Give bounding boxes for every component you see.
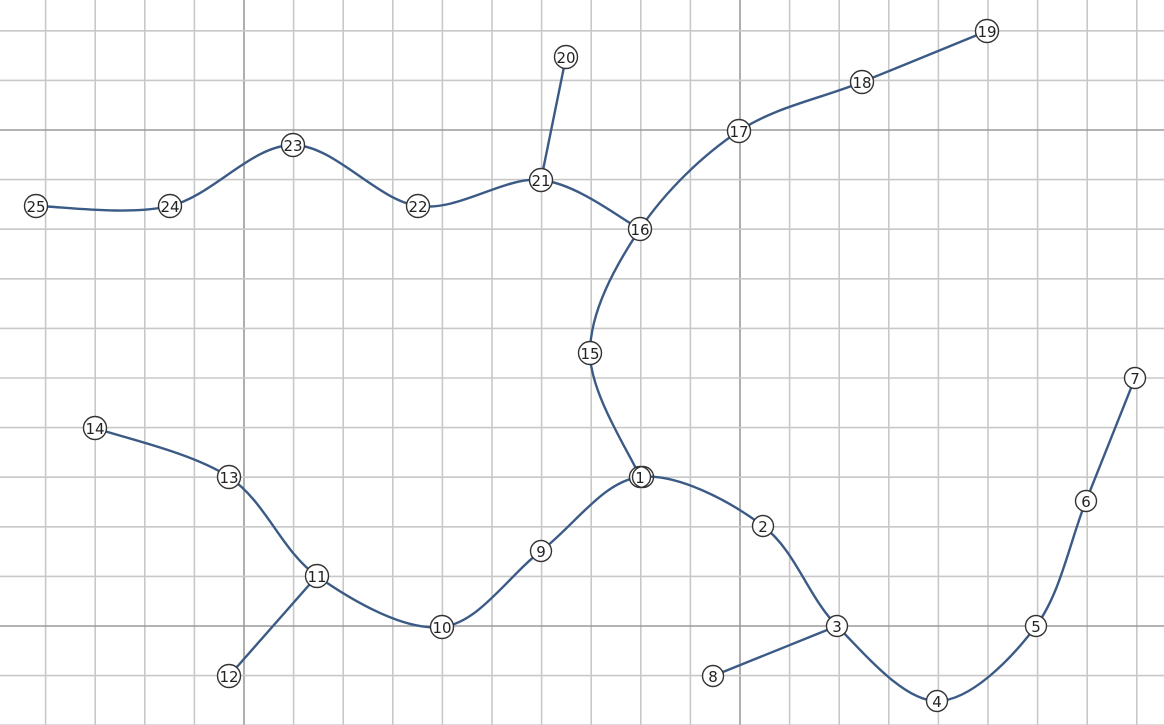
node-label: 18 bbox=[852, 74, 871, 92]
node-ring bbox=[429, 614, 455, 640]
node-12[interactable]: 12 bbox=[216, 663, 242, 689]
node-label: 15 bbox=[580, 345, 599, 363]
node-ring bbox=[304, 563, 330, 589]
node-label: 6 bbox=[1081, 493, 1091, 511]
node-ring bbox=[82, 415, 108, 441]
node-8[interactable]: 8 bbox=[701, 664, 725, 688]
curves bbox=[34, 29, 1137, 703]
node-ring bbox=[405, 193, 431, 219]
node-20[interactable]: 20 bbox=[553, 44, 579, 70]
node-ring bbox=[726, 118, 752, 144]
curve-path-1 bbox=[93, 376, 1137, 703]
node-23[interactable]: 23 bbox=[280, 132, 306, 158]
node-19[interactable]: 19 bbox=[974, 18, 1000, 44]
node-label: 21 bbox=[531, 172, 550, 190]
node-24[interactable]: 24 bbox=[157, 193, 183, 219]
node-ring bbox=[216, 464, 242, 490]
node-ring bbox=[849, 69, 875, 95]
node-ring bbox=[280, 132, 306, 158]
node-ring bbox=[825, 614, 849, 638]
node-ring bbox=[701, 664, 725, 688]
node-label: 1 bbox=[635, 469, 645, 487]
node-label: 23 bbox=[283, 137, 302, 155]
node-label: 13 bbox=[219, 469, 238, 487]
node-ring bbox=[553, 44, 579, 70]
node-18[interactable]: 18 bbox=[849, 69, 875, 95]
node-label: 5 bbox=[1031, 618, 1041, 636]
node-ring bbox=[1074, 489, 1098, 513]
node-ring bbox=[528, 167, 554, 193]
node-3[interactable]: 3 bbox=[825, 614, 849, 638]
node-label: 4 bbox=[932, 693, 942, 711]
node-7[interactable]: 7 bbox=[1123, 366, 1147, 390]
node-9[interactable]: 9 bbox=[529, 539, 553, 563]
node-2[interactable]: 2 bbox=[751, 514, 775, 538]
node-label: 14 bbox=[85, 420, 104, 438]
node-ring-overlap bbox=[631, 465, 655, 489]
node-label: 17 bbox=[729, 123, 748, 141]
node-ring bbox=[1123, 366, 1147, 390]
node-11[interactable]: 11 bbox=[304, 563, 330, 589]
node-label: 12 bbox=[219, 668, 238, 686]
node-13[interactable]: 13 bbox=[216, 464, 242, 490]
node-6[interactable]: 6 bbox=[1074, 489, 1098, 513]
node-label: 22 bbox=[408, 198, 427, 216]
node-16[interactable]: 16 bbox=[627, 216, 653, 242]
node-17[interactable]: 17 bbox=[726, 118, 752, 144]
node-label: 3 bbox=[832, 618, 842, 636]
node-10[interactable]: 10 bbox=[429, 614, 455, 640]
node-ring bbox=[627, 216, 653, 242]
node-label: 10 bbox=[432, 619, 451, 637]
node-ring bbox=[23, 193, 49, 219]
node-ring bbox=[1024, 614, 1048, 638]
node-21[interactable]: 21 bbox=[528, 167, 554, 193]
edge-20-21 bbox=[539, 55, 568, 182]
edge-8-3 bbox=[711, 624, 839, 678]
node-label: 11 bbox=[307, 568, 326, 586]
node-label: 24 bbox=[160, 198, 179, 216]
node-22[interactable]: 22 bbox=[405, 193, 431, 219]
node-4[interactable]: 4 bbox=[925, 689, 949, 713]
node-label: 19 bbox=[977, 23, 996, 41]
node-ring bbox=[529, 539, 553, 563]
node-label: 9 bbox=[536, 543, 546, 561]
node-label: 7 bbox=[1130, 370, 1140, 388]
node-label: 20 bbox=[556, 49, 575, 67]
curve-path-2 bbox=[588, 29, 989, 479]
node-14[interactable]: 14 bbox=[82, 415, 108, 441]
node-15[interactable]: 15 bbox=[577, 340, 603, 366]
node-1[interactable]: 1 bbox=[628, 465, 655, 489]
node-5[interactable]: 5 bbox=[1024, 614, 1048, 638]
node-ring bbox=[751, 514, 775, 538]
node-ring bbox=[157, 193, 183, 219]
node-label: 8 bbox=[708, 668, 718, 686]
node-label: 16 bbox=[630, 221, 649, 239]
node-ring bbox=[216, 663, 242, 689]
node-ring bbox=[974, 18, 1000, 44]
node-ring bbox=[925, 689, 949, 713]
edge-12-11 bbox=[227, 574, 319, 678]
node-25[interactable]: 25 bbox=[23, 193, 49, 219]
nodes: 1234567891011121314151617181920212223242… bbox=[23, 18, 1147, 713]
node-label: 2 bbox=[758, 518, 768, 536]
node-label: 25 bbox=[26, 198, 45, 216]
node-ring bbox=[577, 340, 603, 366]
